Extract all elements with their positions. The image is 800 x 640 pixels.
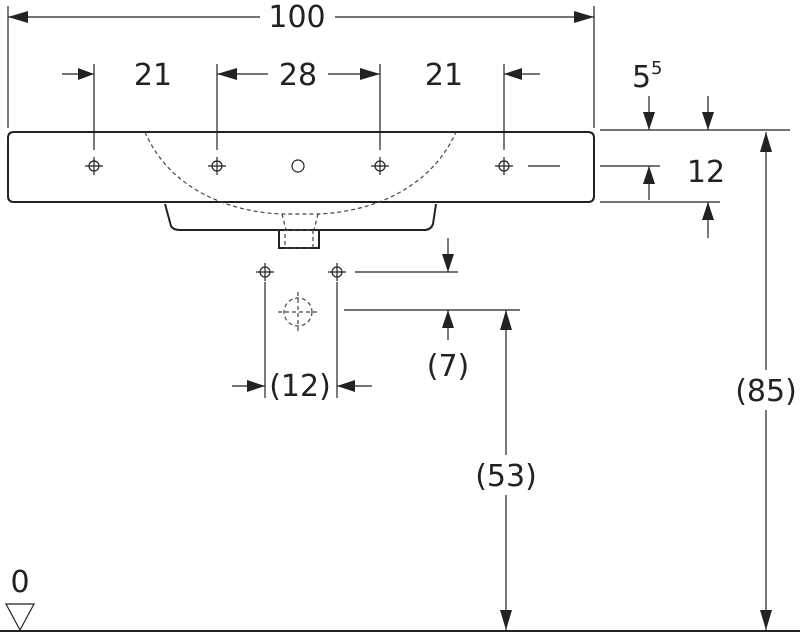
trap-drop-label: (7) bbox=[427, 349, 470, 384]
trap-position-dimensions: (12) (7) (53) bbox=[232, 238, 537, 630]
trap-spacing-label: (12) bbox=[269, 369, 331, 404]
trap-height-label: (53) bbox=[475, 459, 537, 494]
center-spacing-label: 28 bbox=[279, 58, 317, 93]
rim-offset-superscript: 5 bbox=[651, 58, 662, 79]
floor-level-marker: 0 bbox=[0, 565, 800, 632]
rim-offset-label: 5 bbox=[632, 60, 651, 95]
total-height-dimension: (85) bbox=[735, 132, 797, 630]
rim-offset-dimension: 5 5 bbox=[600, 58, 790, 131]
rim-thickness-dimension: 12 bbox=[600, 155, 725, 238]
left-spacing-label: 21 bbox=[134, 58, 172, 93]
overall-width-label: 100 bbox=[268, 0, 325, 35]
total-height-label: (85) bbox=[735, 374, 797, 409]
basin-outline bbox=[7, 131, 595, 249]
overall-width-dimension: 100 bbox=[7, 0, 595, 128]
tap-hole-spacing-dimensions: 21 28 21 bbox=[62, 58, 540, 150]
right-spacing-label: 21 bbox=[425, 58, 463, 93]
rim-thickness-label: 12 bbox=[687, 155, 725, 190]
floor-level-label: 0 bbox=[10, 565, 29, 600]
